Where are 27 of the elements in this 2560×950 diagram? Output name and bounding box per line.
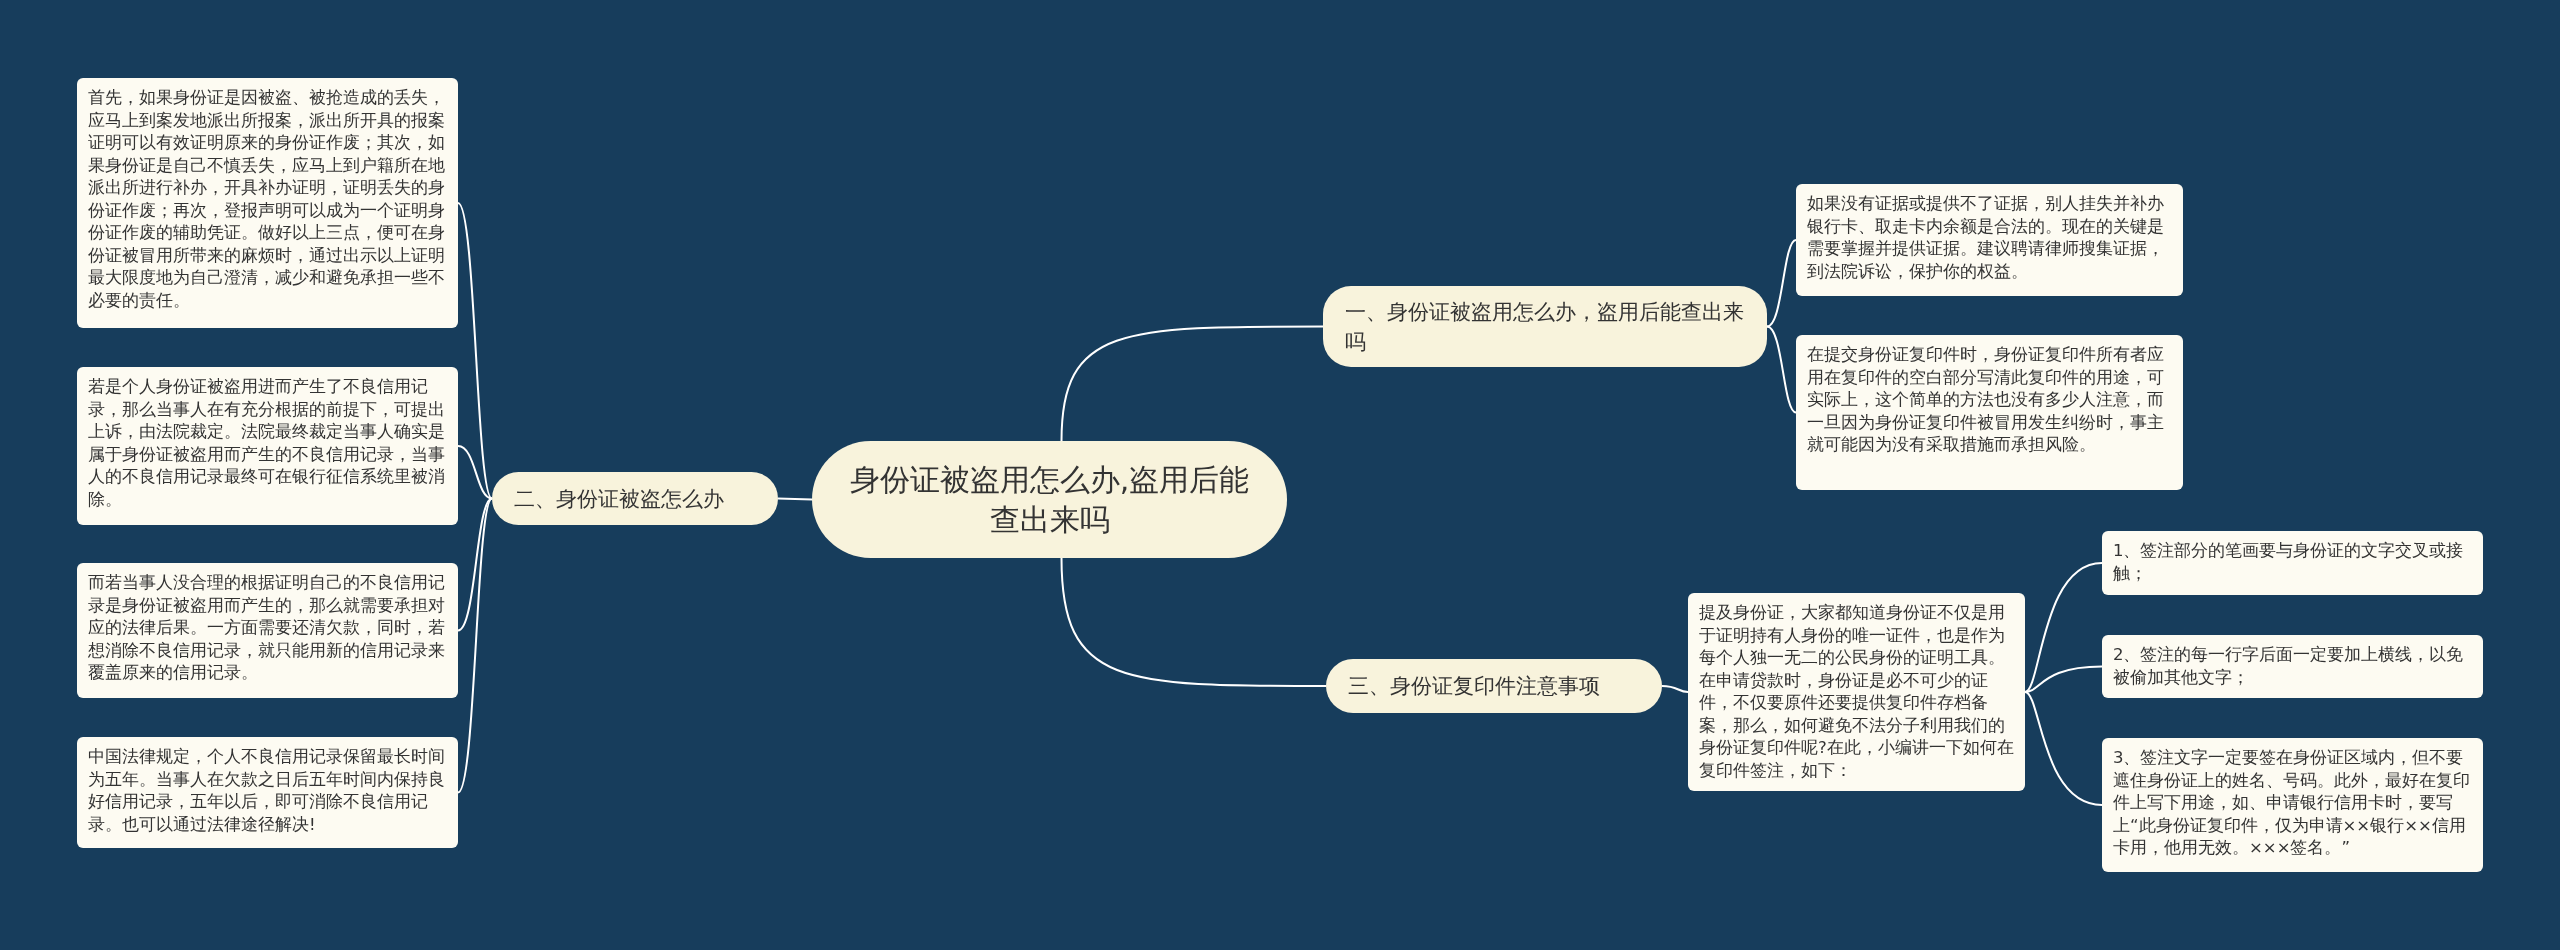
text-card: 而若当事人没合理的根据证明自己的不良信用记录是身份证被盗用而产生的，那么就需要承担对应的法律后果。一方面需要还清欠款，同时，若想消除不良信用记录，就只能用新的信用记录来覆盖原来的信用记录。	[77, 563, 458, 698]
connector-line	[777, 497, 813, 501]
connector-line	[2024, 665, 2103, 693]
connector-line	[457, 202, 493, 500]
connector-line	[1766, 239, 1797, 328]
topic-pill: 三、身份证复印件注意事项	[1326, 659, 1662, 713]
connector-line	[1766, 325, 1797, 414]
text-card: 若是个人身份证被盗用进而产生了不良信用记录，那么当事人在有充分根据的前提下，可提出上诉，由法院裁定。法院最终裁定当事人确实是属于身份证被盗用而产生的不良信用记录，当事人的不良信用记录最终可在银行征信系统里被消除。	[77, 367, 458, 525]
connector-line	[457, 497, 493, 632]
text-card: 3、签注文字一定要签在身份证区域内，但不要遮住身份证上的姓名、号码。此外，最好在复印件上写下用途，如、申请银行信用卡时，要写上“此身份证复印件，仅为申请××银行××信用卡用，他用无效。×××签名。”	[2102, 738, 2483, 872]
text-card: 1、签注部分的笔画要与身份证的文字交叉或接触；	[2102, 531, 2483, 595]
text-card: 2、签注的每一行字后面一定要加上横线，以免被偷加其他文字；	[2102, 635, 2483, 698]
topic-pill: 一、身份证被盗用怎么办，盗用后能查出来吗	[1323, 286, 1767, 367]
text-card: 在提交身份证复印件时，身份证复印件所有者应用在复印件的空白部分写清此复印件的用途，可实际上，这个简单的方法也没有多少人注意，而一旦因为身份证复印件被冒用发生纠纷时，事主就可能因为没有采取措施而承担风险。	[1796, 335, 2183, 490]
connector-line	[1060, 325, 1324, 442]
connector-line	[457, 497, 493, 794]
central-topic: 身份证被盗用怎么办,盗用后能查出来吗	[812, 441, 1287, 558]
text-card: 中国法律规定，个人不良信用记录保留最长时间为五年。当事人在欠款之日后五年时间内保持良好信用记录，五年以后，即可消除不良信用记录。也可以通过法律途径解决!	[77, 737, 458, 848]
text-card: 提及身份证，大家都知道身份证不仅是用于证明持有人身份的唯一证件，也是作为每个人独一无二的公民身份的证明工具。在申请贷款时，身份证是必不可少的证件，不仅要原件还要提供复印件存档备案，那么，如何避免不法分子利用我们的身份证复印件呢?在此，小编讲一下如何在复印件签注，如下：	[1688, 593, 2025, 791]
connector-line	[2024, 562, 2103, 693]
connector-line	[2024, 691, 2103, 806]
text-card: 首先，如果身份证是因被盗、被抢造成的丢失，应马上到案发地派出所报案，派出所开具的报案证明可以有效证明原来的身份证作废；其次，如果身份证是自己不慎丢失，应马上到户籍所在地派出所进行补办，开具补办证明，证明丢失的身份证作废；再次，登报声明可以成为一个证明身份证作废的辅助凭证。做好以上三点，便可在身份证被冒用所带来的麻烦时，通过出示以上证明最大限度地为自己澄清，减少和避免承担一些不必要的责任。	[77, 78, 458, 328]
connector-line	[1661, 685, 1689, 693]
connector-line	[457, 445, 493, 500]
connector-line	[1060, 557, 1327, 687]
text-card: 如果没有证据或提供不了证据，别人挂失并补办银行卡、取走卡内余额是合法的。现在的关键是需要掌握并提供证据。建议聘请律师搜集证据，到法院诉讼，保护你的权益。	[1796, 184, 2183, 296]
topic-pill: 二、身份证被盗怎么办	[492, 472, 778, 525]
